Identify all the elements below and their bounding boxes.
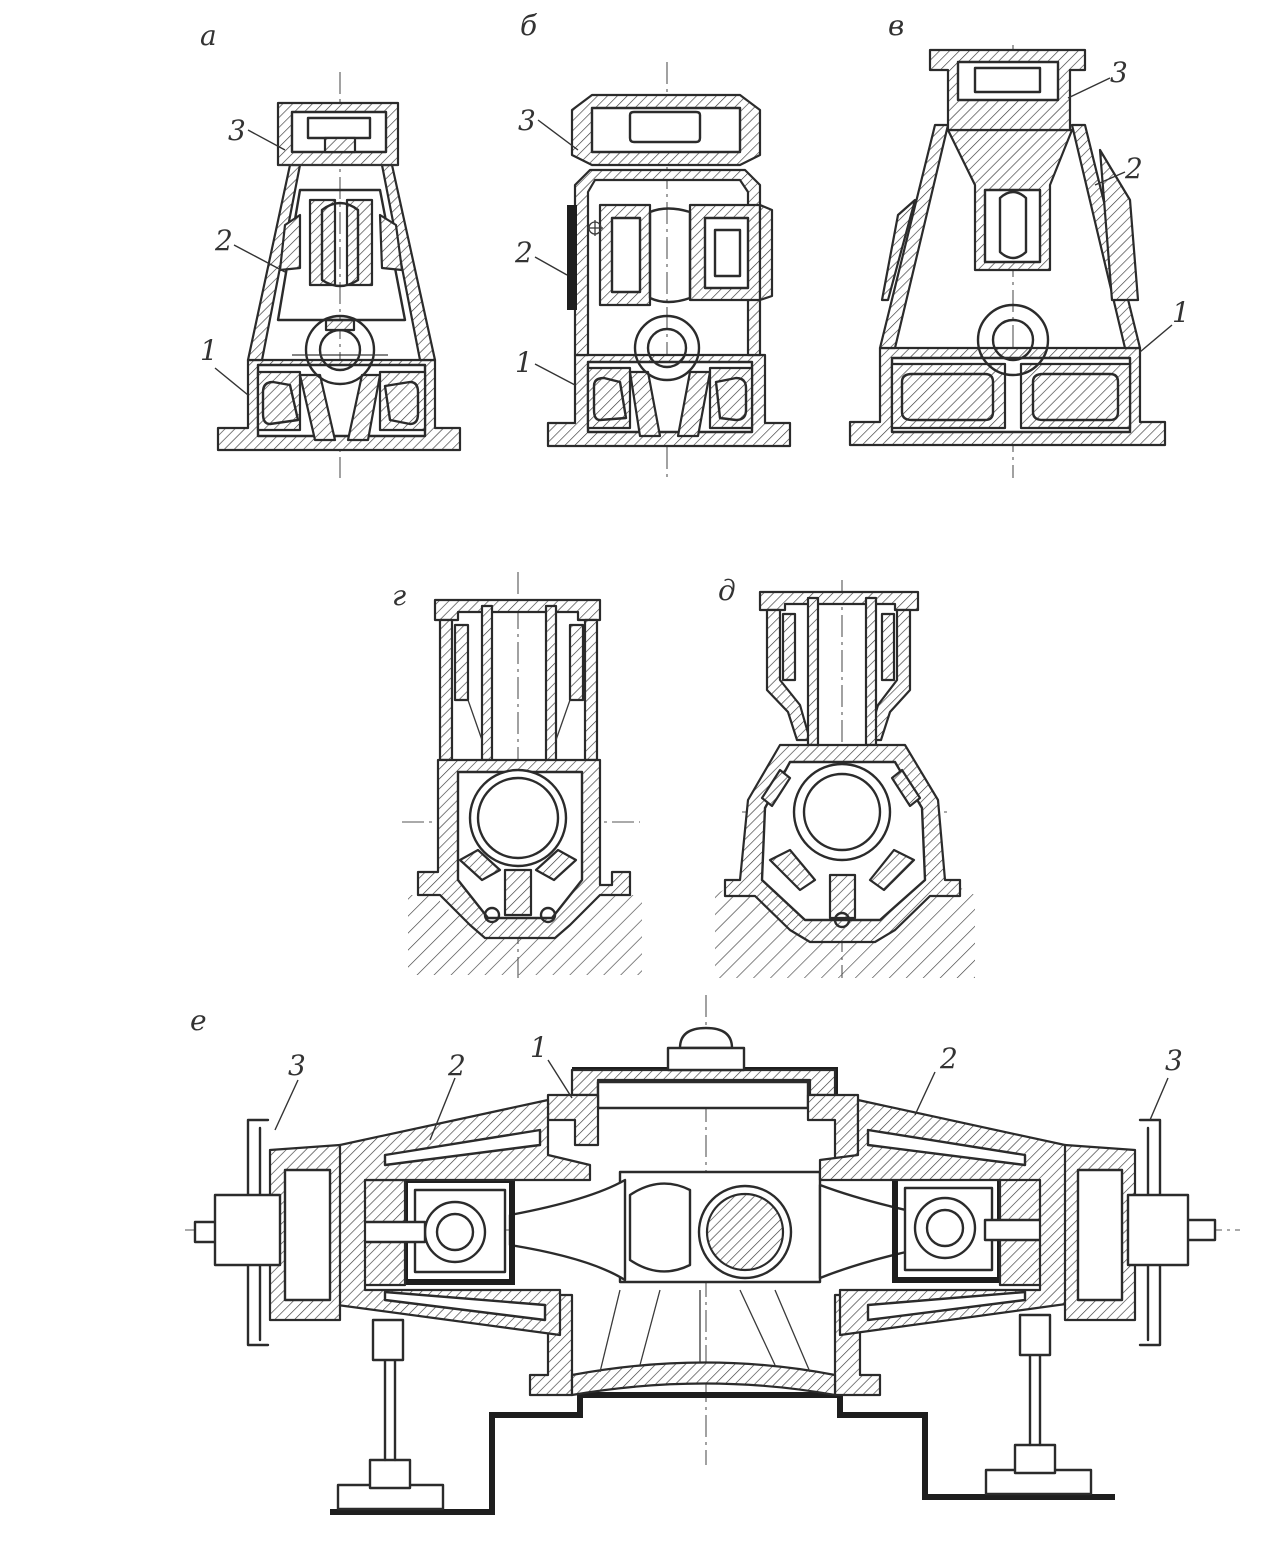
part-label-1: 1	[200, 334, 218, 367]
view-label-v: в	[888, 9, 904, 42]
frame-view-a: a 3 2 1	[200, 19, 462, 478]
part-label-3-left: 3	[288, 1049, 306, 1082]
view-label-d: д	[718, 574, 736, 607]
part-label-2: 2	[514, 236, 533, 269]
frame-view-b: б 3 2 1	[514, 9, 792, 480]
view-label-e: е	[190, 1004, 207, 1037]
part-label-2-left: 2	[447, 1049, 466, 1082]
frame-view-g: г	[392, 572, 642, 978]
part-label-3: 3	[228, 114, 246, 147]
view-label-b: б	[520, 9, 538, 42]
view-label-a: a	[200, 19, 217, 52]
view-label-g: г	[392, 579, 406, 612]
part-label-2: 2	[1124, 152, 1143, 185]
part-label-3: 3	[518, 104, 536, 137]
frame-view-d: д	[715, 574, 975, 978]
frame-view-v: в 3 2 1	[848, 9, 1190, 478]
part-label-2: 2	[214, 224, 233, 257]
part-label-3-right: 3	[1165, 1044, 1183, 1077]
part-label-1: 1	[530, 1031, 548, 1064]
part-label-2-right: 2	[939, 1042, 958, 1075]
part-label-3: 3	[1110, 56, 1128, 89]
part-label-1: 1	[515, 346, 533, 379]
frame-view-e: е 1 2 2 3 3	[185, 995, 1240, 1515]
part-label-1: 1	[1172, 296, 1190, 329]
